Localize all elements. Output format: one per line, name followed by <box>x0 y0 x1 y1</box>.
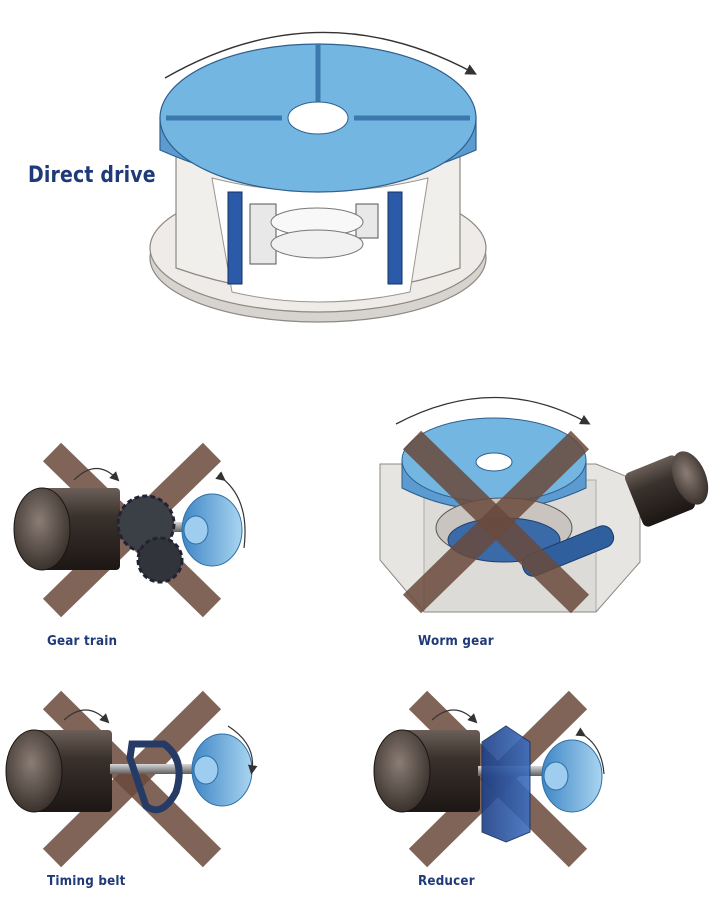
timing-belt-illustration <box>5 690 258 868</box>
reducer-illustration <box>373 690 605 868</box>
direct-drive-title: Direct drive <box>28 163 156 188</box>
direct-drive-illustration <box>149 31 487 323</box>
worm-gear-label: Worm gear <box>418 634 494 649</box>
gear-train-illustration <box>13 442 246 618</box>
timing-belt-label: Timing belt <box>47 874 126 889</box>
reducer-label: Reducer <box>418 874 475 889</box>
gear-train-label: Gear train <box>47 634 118 649</box>
worm-gear-illustration <box>379 396 709 614</box>
